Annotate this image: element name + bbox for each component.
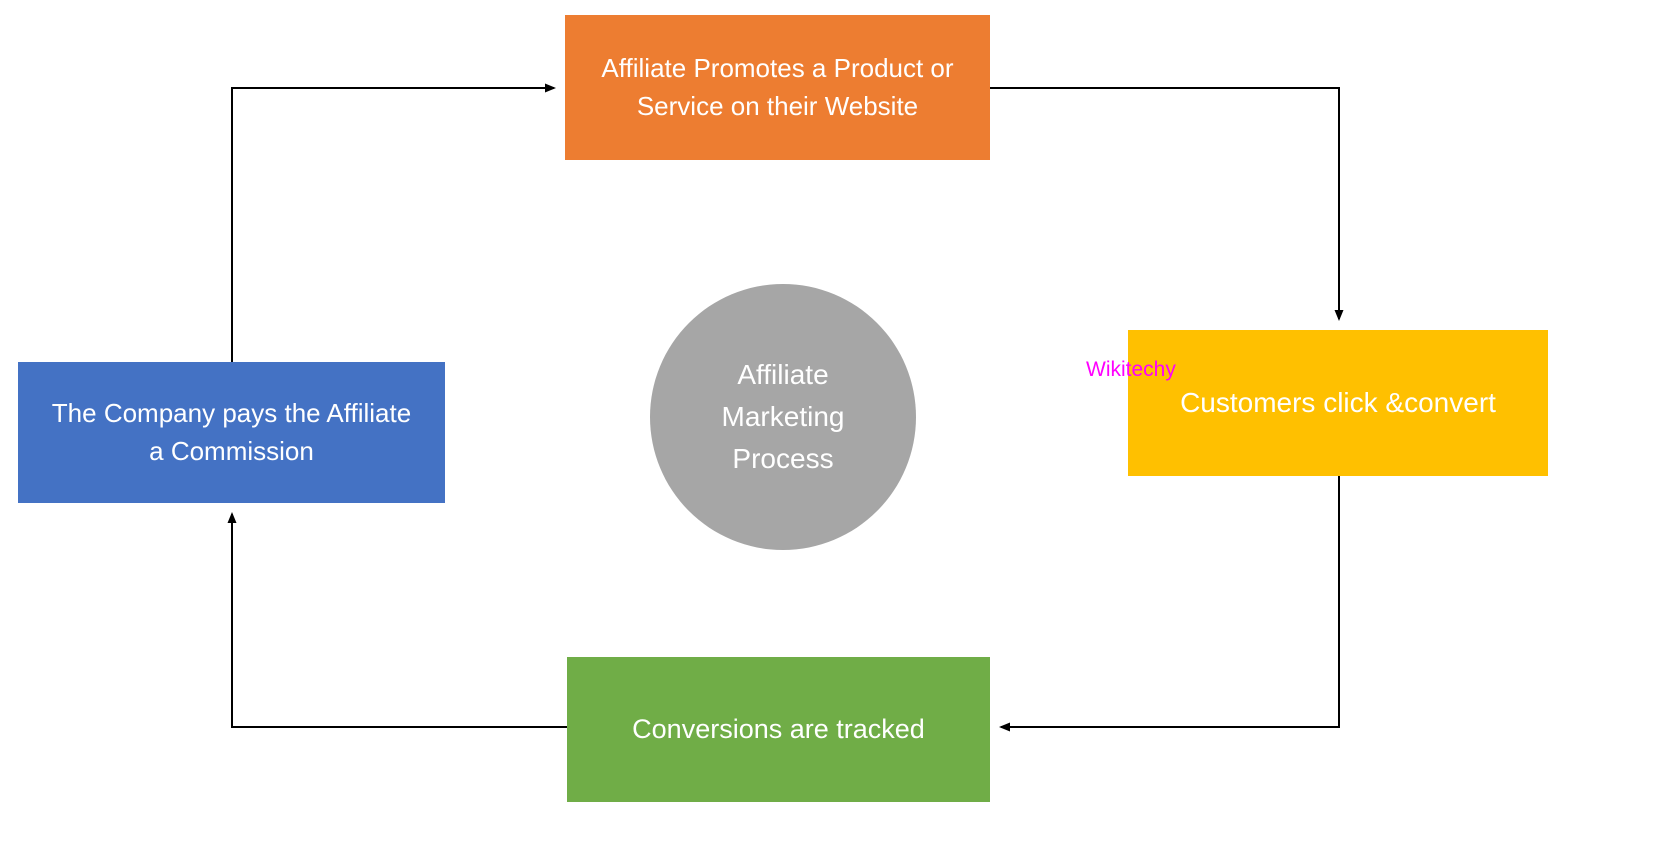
node-company-pays: The Company pays the Affiliate a Commiss… [18, 362, 445, 503]
node-affiliate-promotes: Affiliate Promotes a Product or Service … [565, 15, 990, 160]
node-customers-click-label: Customers click &convert [1180, 387, 1496, 418]
wikitechy-watermark: Wikitechy [1086, 358, 1176, 381]
arrow-pay-to-promote [231, 83, 556, 362]
center-process-label: Affiliate Marketing Process [721, 359, 845, 474]
arrow-promote-to-click [990, 87, 1344, 321]
arrow-click-to-track [999, 476, 1340, 732]
center-process-circle: Affiliate Marketing Process [650, 284, 916, 550]
node-company-pays-label: The Company pays the Affiliate a Commiss… [51, 397, 412, 466]
arrow-track-to-pay [227, 512, 567, 728]
node-conversions-tracked-label: Conversions are tracked [632, 714, 925, 744]
node-customers-click: Customers click &convert [1128, 330, 1548, 476]
node-conversions-tracked: Conversions are tracked [567, 657, 990, 802]
node-affiliate-promotes-label: Affiliate Promotes a Product or Service … [601, 52, 954, 121]
